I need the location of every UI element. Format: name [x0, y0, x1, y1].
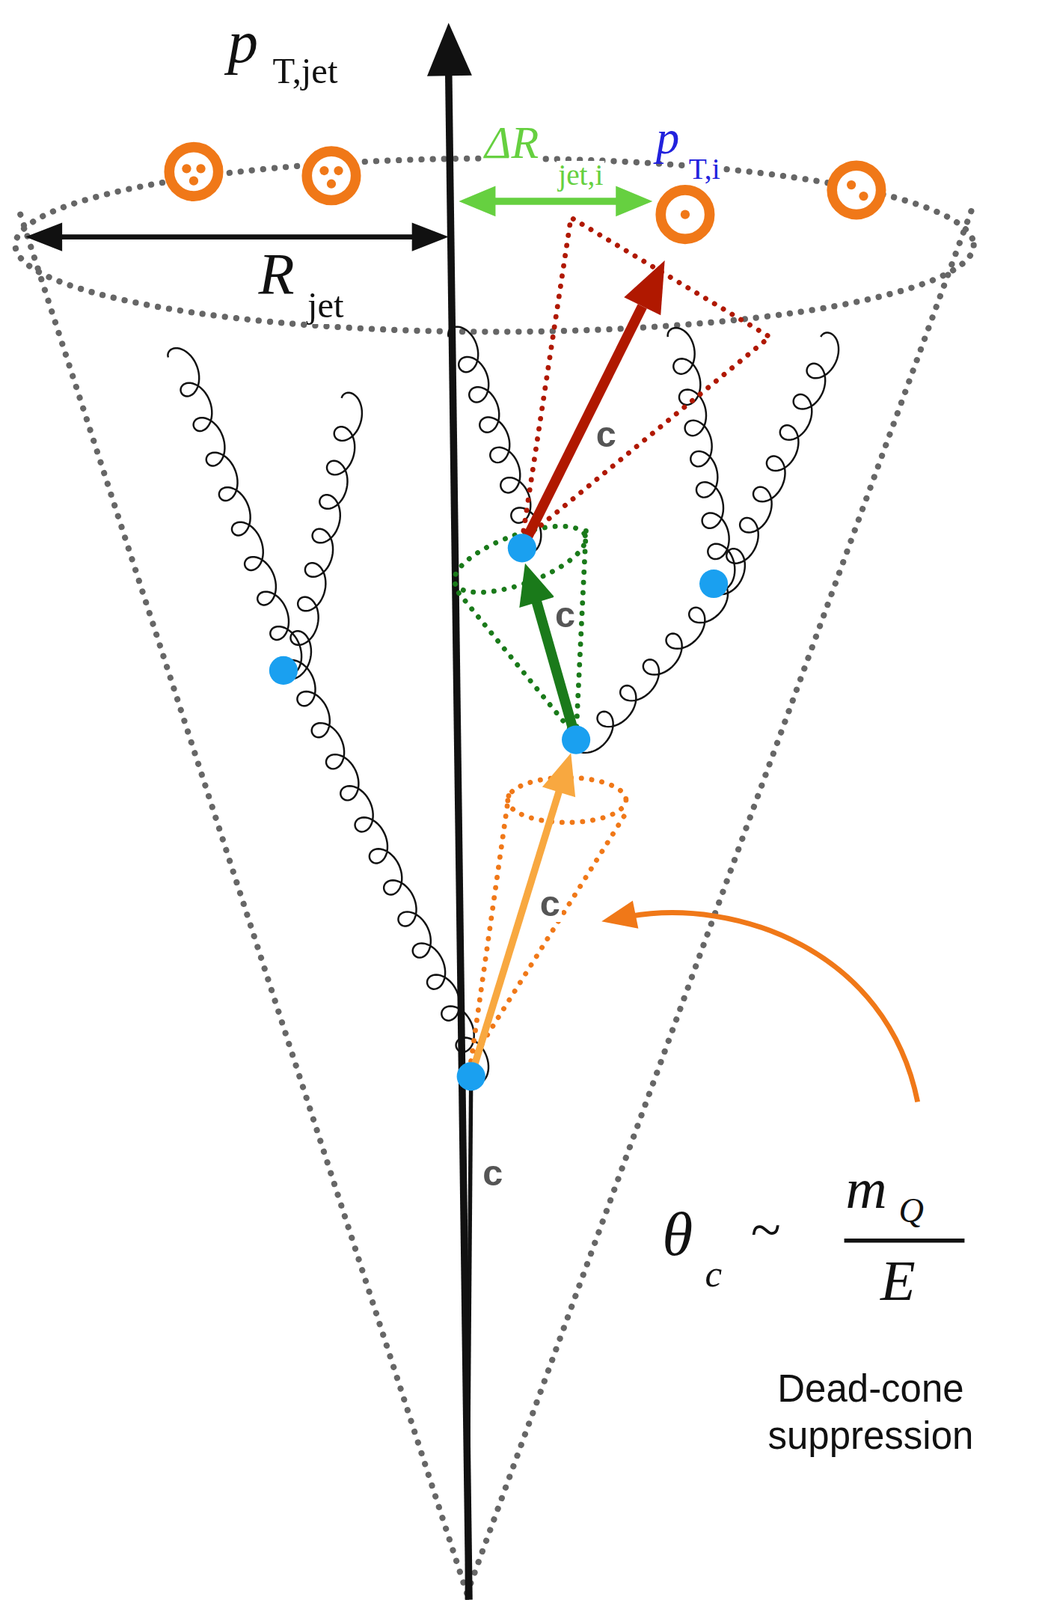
quark-label: c: [480, 1154, 505, 1191]
angle-subscript: c: [703, 1254, 724, 1293]
splitting-vertex: [507, 533, 537, 562]
quark-dot: [680, 209, 690, 219]
quark-dot: [189, 176, 199, 186]
gluon-coil: [167, 347, 302, 674]
quark-dot: [195, 163, 205, 173]
distance-label: ΔR: [483, 120, 541, 166]
hadron: [306, 151, 356, 200]
fraction-bar: [844, 1237, 965, 1242]
charm-arrowhead: [519, 563, 555, 608]
charm-arrow: [522, 305, 643, 548]
hadron: [660, 189, 710, 239]
jet-axis: [448, 71, 470, 1600]
quark-label: c: [553, 596, 577, 633]
dead-cone: [446, 512, 594, 606]
radius-arrowhead: [412, 222, 449, 252]
callout-arrowhead: [601, 899, 639, 928]
gluon-coil: [283, 392, 363, 680]
delta-r-arrow: [494, 197, 618, 205]
quark-dot: [319, 166, 329, 176]
annotation: Dead-cone suppression: [703, 1364, 1038, 1460]
charm-arrowhead: [623, 260, 665, 315]
splitting-vertex: [699, 569, 728, 598]
quark-label: c: [594, 415, 618, 453]
hadron: [169, 147, 218, 196]
delta-r-arrowhead: [615, 185, 653, 217]
quark-dot: [858, 191, 868, 201]
splitting-vertex: [561, 725, 591, 755]
radius-arrowhead: [25, 222, 63, 252]
radius-label-subscript: jet: [305, 287, 346, 324]
quark-dot: [333, 166, 343, 176]
charm-arrowhead: [542, 752, 576, 797]
quark-dot: [846, 180, 856, 190]
jet-cone-rim: [14, 158, 974, 333]
splitting-vertex: [457, 1061, 486, 1090]
momentum-label-subscript: T,i: [687, 154, 722, 185]
quark-label: c: [538, 884, 562, 922]
axis-label: p: [226, 11, 261, 73]
mass-subscript: Q: [896, 1193, 925, 1228]
mass-symbol: m: [844, 1160, 889, 1218]
jet-axis-arrowhead: [427, 22, 473, 76]
delta-r-arrowhead: [458, 185, 496, 217]
gluon-coil: [574, 581, 728, 753]
quark-dot: [326, 179, 336, 189]
similar-sign: ~: [749, 1201, 783, 1257]
dead-cone: [522, 217, 770, 541]
radius-label: R: [256, 244, 296, 304]
distance-label-subscript: jet,i: [556, 160, 605, 190]
angle-symbol: θ: [660, 1202, 695, 1265]
hadron: [831, 165, 881, 214]
momentum-label: p: [654, 114, 681, 162]
charm-arrow: [471, 785, 562, 1076]
axis-label-subscript: T,jet: [271, 53, 340, 90]
callout-arrow: [629, 912, 918, 1102]
energy-symbol: E: [878, 1252, 918, 1310]
gluon-coil: [667, 327, 736, 590]
gluon-coil: [712, 332, 839, 594]
splitting-vertex: [269, 656, 298, 685]
radius-arrow: [61, 234, 413, 240]
quark-dot: [181, 163, 191, 173]
